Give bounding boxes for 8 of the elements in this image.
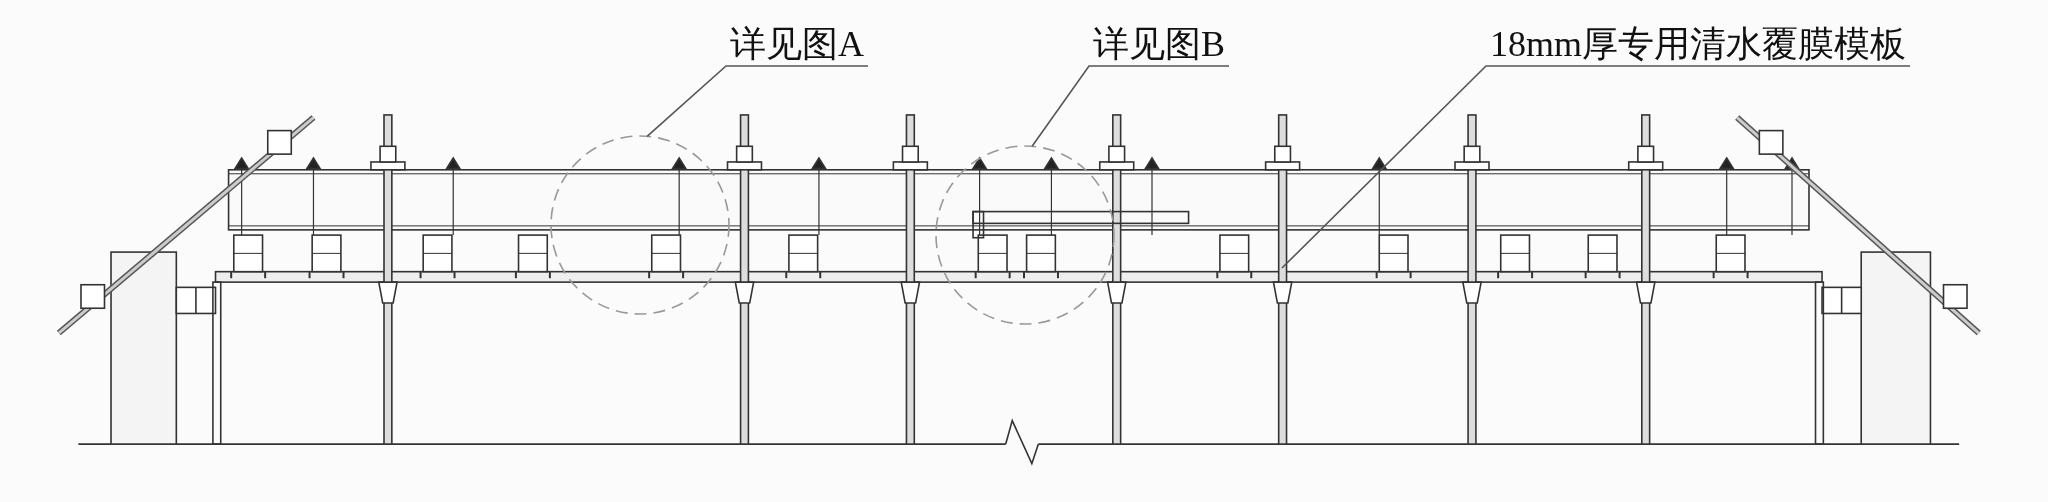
callout-text: 18mm厚专用清水覆膜模板 (1490, 22, 1906, 66)
leader-line (1281, 65, 1911, 269)
detail-circle (935, 145, 1115, 325)
detail-circle (550, 135, 730, 315)
leader-line (646, 65, 869, 138)
callout-text: 详见图B (1093, 22, 1225, 66)
leader-line (1031, 65, 1230, 148)
callout-text: 详见图A (730, 22, 864, 66)
